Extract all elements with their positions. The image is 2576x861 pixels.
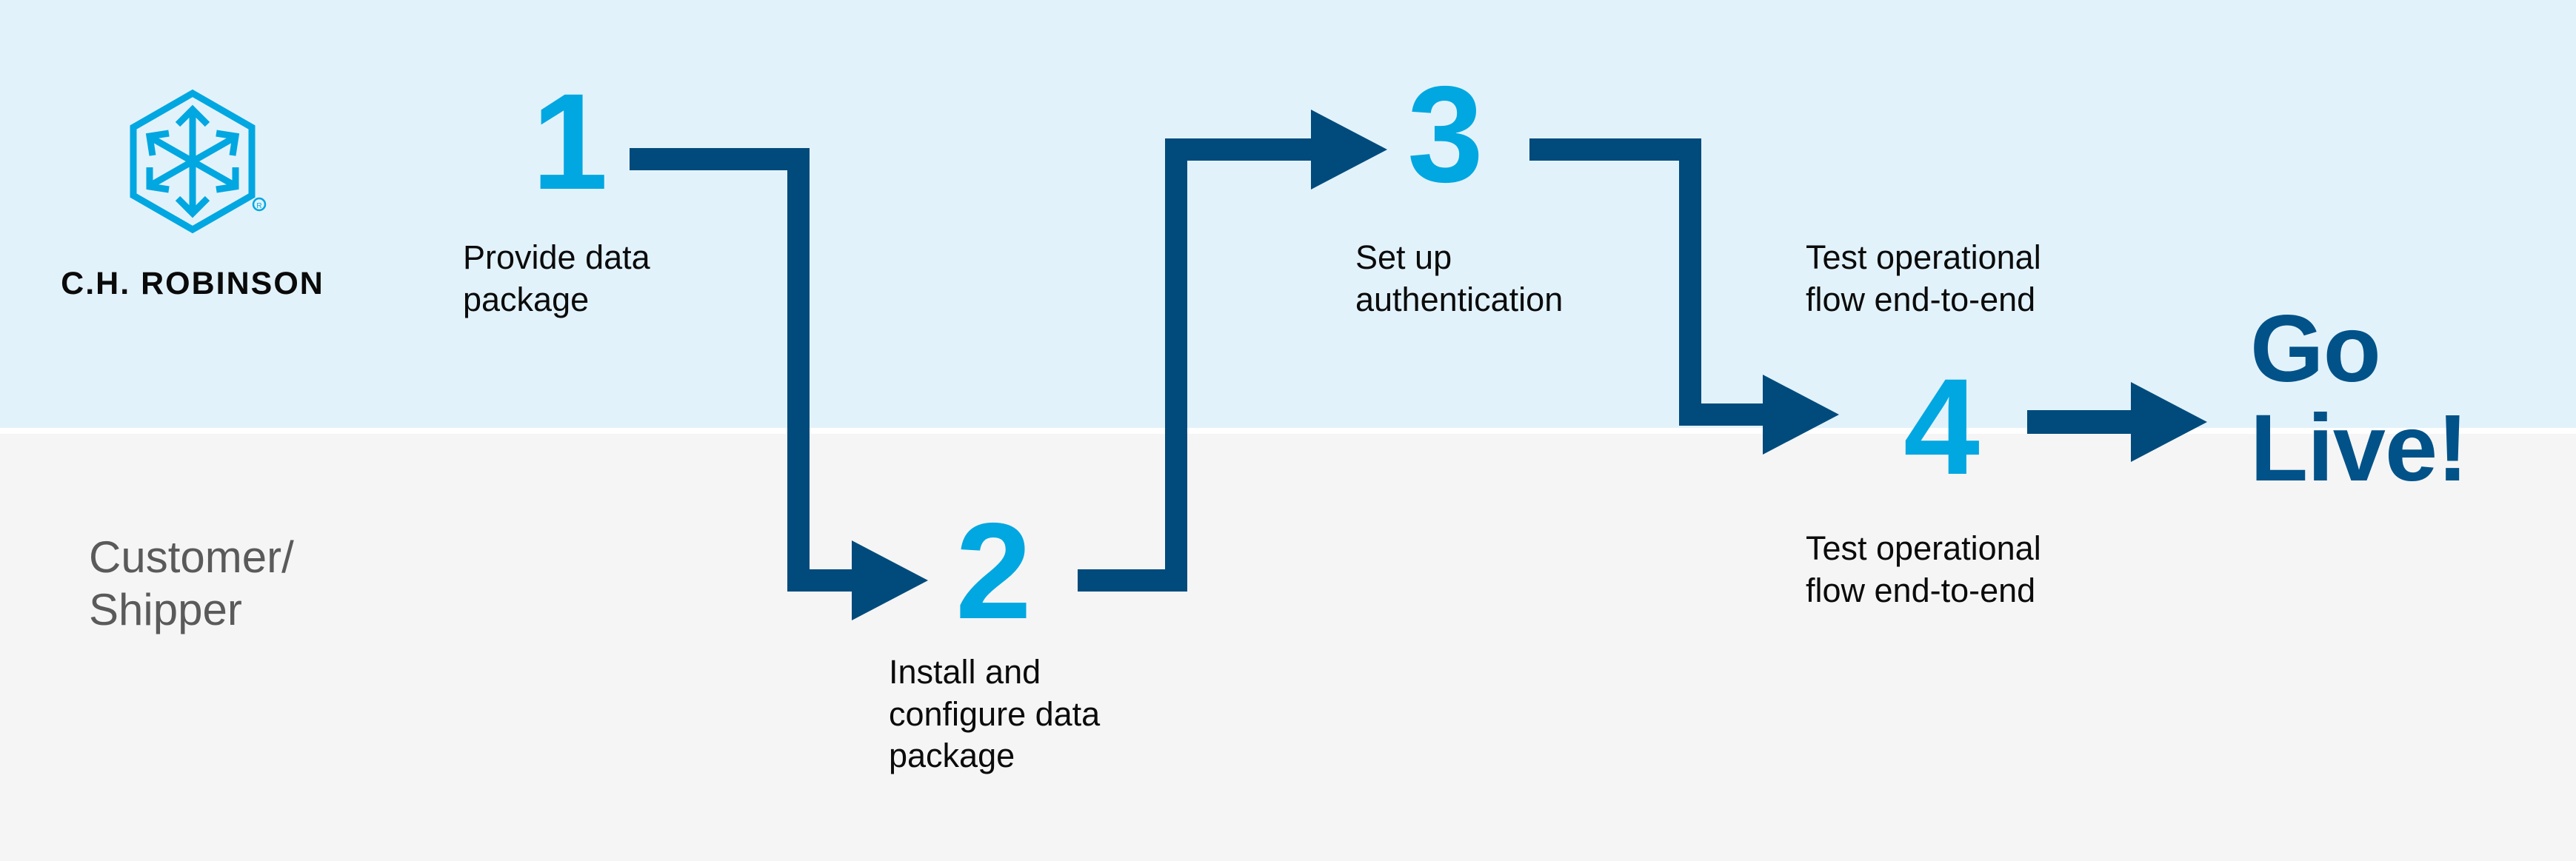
lane-band-customer-shipper <box>0 434 2576 861</box>
go-live-label: Go Live! <box>2250 296 2469 502</box>
step-number-4: 4 <box>1903 351 1980 503</box>
step-caption-2: Install and configure data package <box>889 653 1101 775</box>
svg-text:R: R <box>256 202 261 210</box>
step-number-1: 1 <box>532 66 608 218</box>
hexagon-arrows-logo-icon: R <box>130 89 267 234</box>
step-caption-3: Set up authentication <box>1355 238 1564 318</box>
step-caption-1: Provide data package <box>463 238 650 318</box>
brand-wordmark: C.H. ROBINSON <box>61 266 324 301</box>
brand-logo-block: R C.H. ROBINSON <box>44 89 341 302</box>
step-caption-4: Test operational flow end-to-end <box>1806 529 2041 609</box>
step-number-3: 3 <box>1407 58 1484 211</box>
lane-band-ch-robinson <box>0 0 2576 428</box>
step-number-2: 2 <box>955 495 1032 648</box>
lane-label-customer-shipper: Customer/ Shipper <box>89 532 294 634</box>
lane-divider <box>0 428 2576 434</box>
step-caption-test-upper: Test operational flow end-to-end <box>1806 238 2041 318</box>
